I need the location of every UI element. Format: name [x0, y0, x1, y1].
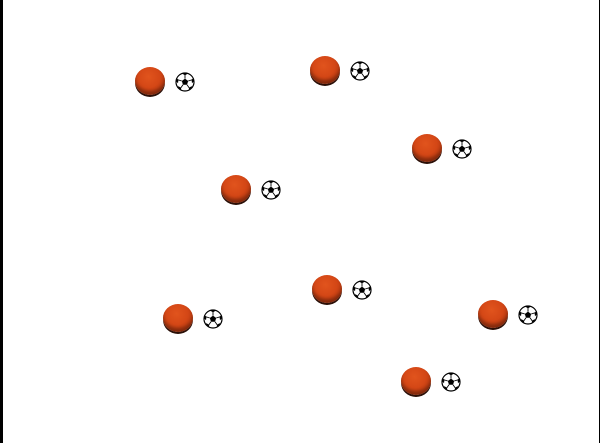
orange-ball[interactable]: [221, 175, 251, 203]
ball-pair: [310, 56, 380, 88]
orange-ball[interactable]: [135, 67, 165, 95]
soccer-ball-icon[interactable]: [261, 180, 281, 200]
soccer-ball-icon[interactable]: [441, 372, 461, 392]
soccer-ball-icon[interactable]: [203, 309, 223, 329]
canvas-left-border: [0, 0, 3, 443]
soccer-ball-icon[interactable]: [175, 72, 195, 92]
soccer-ball-icon[interactable]: [452, 139, 472, 159]
ball-pair: [312, 275, 382, 307]
orange-ball[interactable]: [312, 275, 342, 303]
ball-pair: [135, 67, 205, 99]
orange-ball[interactable]: [412, 134, 442, 162]
ball-pair: [412, 134, 482, 166]
orange-ball[interactable]: [310, 56, 340, 84]
canvas-right-border: [599, 0, 600, 443]
soccer-ball-icon[interactable]: [352, 280, 372, 300]
orange-ball[interactable]: [478, 300, 508, 328]
ball-pair: [478, 300, 548, 332]
soccer-ball-icon[interactable]: [518, 305, 538, 325]
ball-pair: [221, 175, 291, 207]
orange-ball[interactable]: [163, 304, 193, 332]
ball-pair: [401, 367, 471, 399]
soccer-ball-icon[interactable]: [350, 61, 370, 81]
ball-pair: [163, 304, 233, 336]
orange-ball[interactable]: [401, 367, 431, 395]
